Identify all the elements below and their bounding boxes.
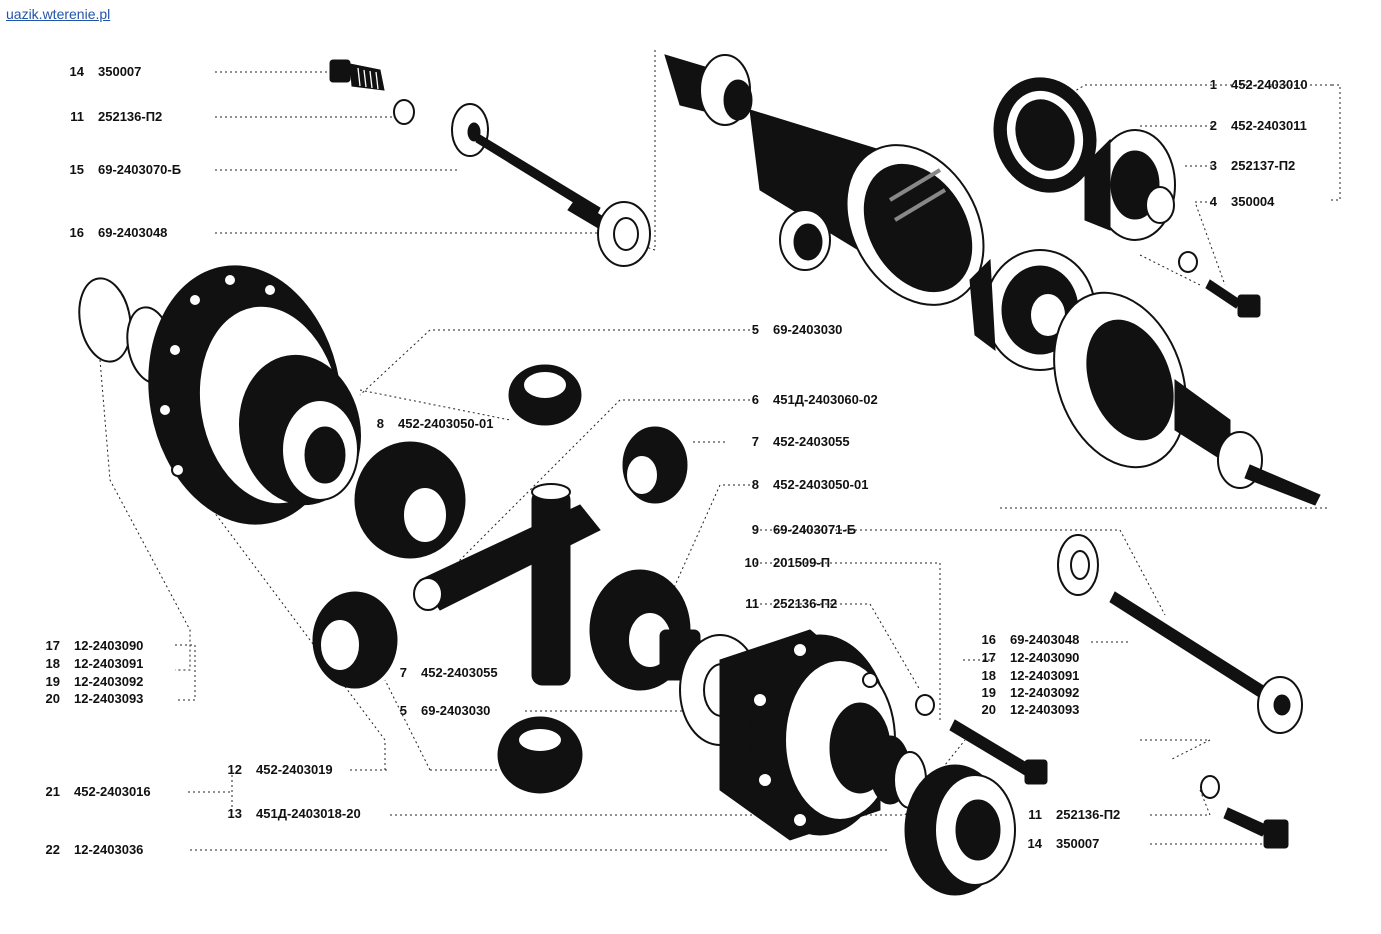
lower-gasket xyxy=(1057,534,1099,596)
upper-bolt xyxy=(329,59,385,91)
lower-bolt xyxy=(1223,807,1289,849)
lower-axle-shaft xyxy=(1109,591,1303,734)
upper-diff-case xyxy=(1084,129,1176,241)
lower-stud xyxy=(949,719,1048,785)
side-gear-right xyxy=(589,569,701,691)
source-link[interactable]: uazik.wterenie.pl xyxy=(6,6,111,22)
pinion-top xyxy=(508,364,582,426)
left-diff-case xyxy=(148,265,362,525)
ring-gear xyxy=(993,77,1097,193)
right-diff-case xyxy=(719,629,896,841)
pinion-bottom xyxy=(497,716,583,794)
lower-lock-washer xyxy=(915,694,935,716)
small-lock-washer xyxy=(1178,251,1198,273)
small-bolt xyxy=(1205,279,1261,318)
bracket-lines xyxy=(175,644,233,813)
lower-small-washer xyxy=(1200,775,1220,799)
pinion-left xyxy=(312,591,398,689)
bearing xyxy=(904,764,1016,896)
upper-gasket xyxy=(597,201,651,267)
axle-housing xyxy=(664,54,985,306)
upper-lock-washer xyxy=(393,99,415,125)
left-o-rings xyxy=(78,277,174,384)
leader-lines xyxy=(99,50,1341,851)
housing-cover xyxy=(1053,291,1321,506)
cross-shaft xyxy=(413,483,601,686)
upper-axle-shaft xyxy=(451,103,613,233)
pinion-right xyxy=(622,426,688,504)
side-gear-left xyxy=(354,441,466,559)
